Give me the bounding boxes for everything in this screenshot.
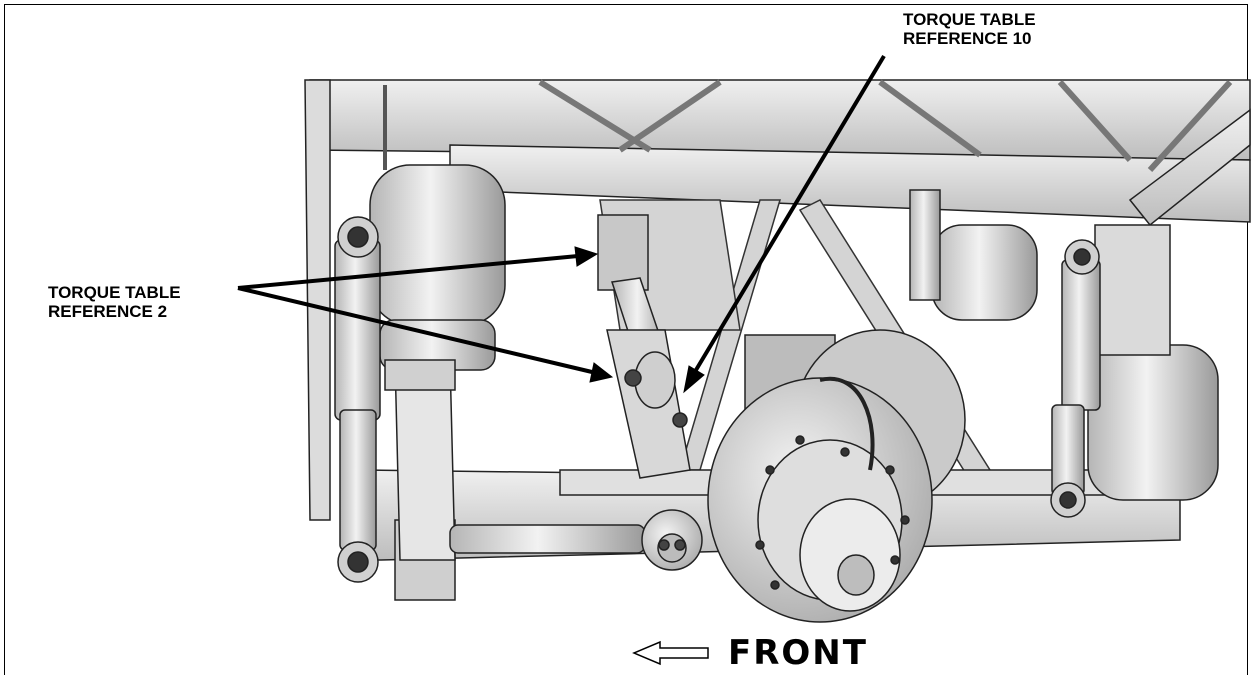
- right-air-spring: [1087, 224, 1219, 501]
- left-air-spring: [369, 164, 506, 391]
- leader-line-ref2-lower: [237, 286, 593, 374]
- leader-line-ref10: [691, 54, 886, 377]
- callout-torque-table-reference-2: TORQUE TABLE REFERENCE 2: [48, 283, 181, 321]
- bushing-bracket: [641, 509, 703, 571]
- callout-ref2-line2: REFERENCE 2: [48, 302, 168, 321]
- callout-ref10-line2: REFERENCE 10: [903, 29, 1032, 48]
- callout-ref2-line1: TORQUE TABLE: [48, 283, 181, 302]
- torque-rod: [597, 214, 691, 479]
- leader-arrowhead-ref10: [683, 365, 705, 394]
- right-shock-absorber: [1050, 239, 1101, 518]
- front-direction-label: FRONT: [728, 633, 868, 673]
- leader-line-ref2-upper: [237, 254, 579, 290]
- brake-drum-hub: [707, 329, 966, 623]
- left-shock-absorber: [334, 216, 381, 583]
- upper-frame: [309, 79, 1251, 227]
- side-wall: [304, 79, 387, 521]
- left-arrow-icon: [632, 640, 709, 666]
- leader-arrowhead-ref2-lower: [589, 362, 614, 383]
- callout-ref10-line1: TORQUE TABLE: [903, 10, 1036, 29]
- leader-arrowhead-ref2-upper: [574, 246, 599, 267]
- leader-lines: [237, 54, 886, 394]
- center-air-spring: [909, 189, 1038, 321]
- callout-torque-table-reference-10: TORQUE TABLE REFERENCE 10: [903, 10, 1036, 48]
